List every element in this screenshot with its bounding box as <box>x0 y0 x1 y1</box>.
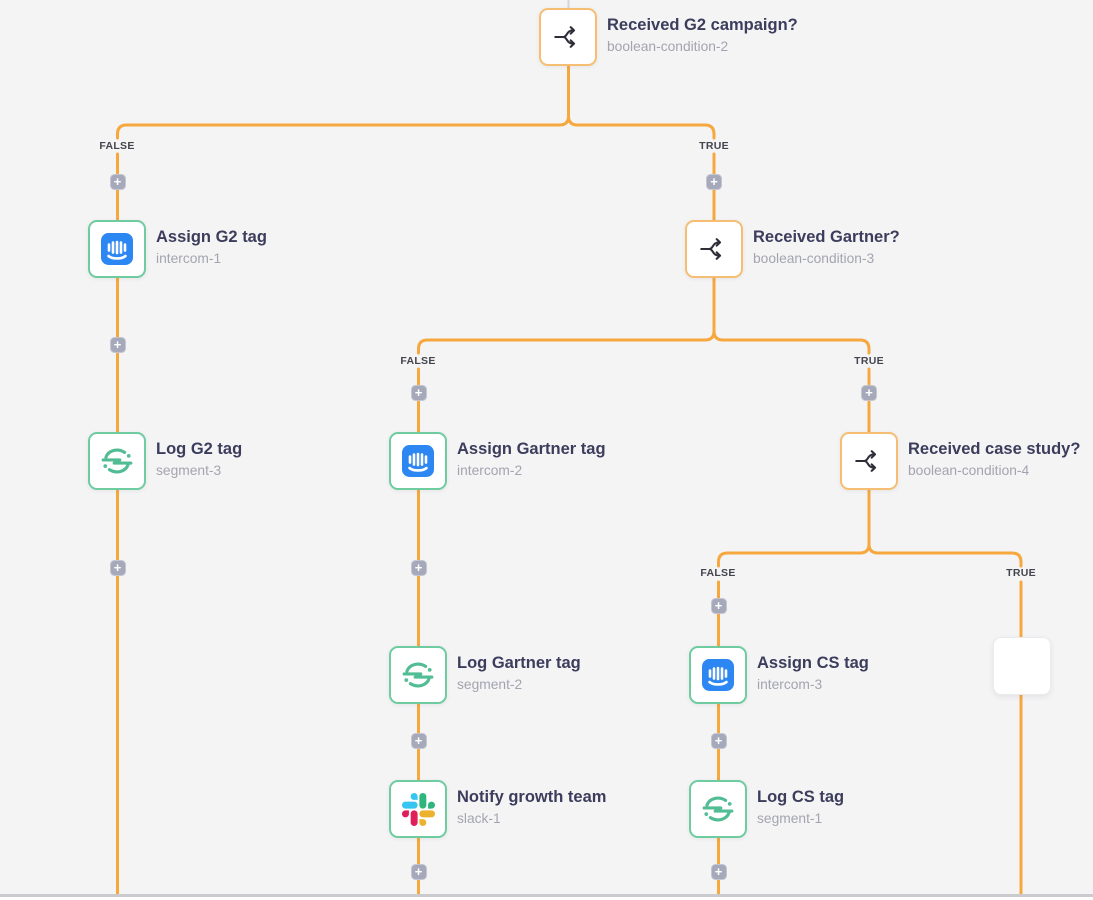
add-step-button[interactable]: + <box>410 560 427 576</box>
node-subtitle: boolean-condition-4 <box>908 463 1030 478</box>
connector-path <box>417 276 716 355</box>
node-label-block: Received Gartner? boolean-condition-3 <box>753 227 900 267</box>
branch-label-false: FALSE <box>700 567 736 579</box>
node-label-block: Assign Gartner tag intercom-2 <box>457 439 606 479</box>
connector-path <box>116 64 570 140</box>
canvas-bottom-divider <box>0 894 1093 897</box>
branch-label-true: TRUE <box>854 355 884 367</box>
node-title: Received Gartner? <box>753 228 900 246</box>
node-label-block: Notify growth team slack-1 <box>457 787 606 827</box>
node-segment-1[interactable] <box>689 780 747 838</box>
connector-path <box>717 488 871 568</box>
connector-path <box>867 542 1023 568</box>
node-label-block: Log G2 tag segment-3 <box>156 439 242 479</box>
branch-icon <box>855 450 877 472</box>
segment-icon <box>702 796 734 822</box>
connector-path <box>712 329 871 355</box>
node-title: Log Gartner tag <box>457 654 581 672</box>
connector-path <box>567 114 716 140</box>
node-intercom-3[interactable] <box>689 646 747 704</box>
add-step-button[interactable]: + <box>861 385 877 401</box>
node-label-block: Log Gartner tag segment-2 <box>457 653 581 693</box>
slack-icon <box>401 792 435 826</box>
intercom-icon <box>702 659 734 691</box>
node-segment-3[interactable] <box>88 432 146 490</box>
node-boolean-condition-2[interactable] <box>539 8 597 66</box>
node-subtitle: segment-3 <box>156 463 222 478</box>
node-title: Received case study? <box>908 440 1081 458</box>
node-subtitle: boolean-condition-2 <box>607 39 729 54</box>
add-step-button[interactable]: + <box>706 174 722 190</box>
node-title: Assign G2 tag <box>156 228 267 246</box>
branch-icon <box>554 26 576 48</box>
node-label-block: Assign G2 tag intercom-1 <box>156 227 267 267</box>
node-boolean-condition-4[interactable] <box>840 432 898 490</box>
node-subtitle: intercom-3 <box>757 677 823 692</box>
intercom-icon <box>402 445 434 477</box>
node-title: Log CS tag <box>757 788 845 806</box>
intercom-icon <box>101 233 133 265</box>
add-step-button[interactable]: + <box>109 174 126 190</box>
branch-label-false: FALSE <box>400 355 436 367</box>
node-boolean-condition-3[interactable] <box>685 220 743 278</box>
node-title: Assign Gartner tag <box>457 440 606 458</box>
add-step-button[interactable]: + <box>109 337 126 353</box>
add-step-button[interactable]: + <box>109 560 126 576</box>
node-segment-2[interactable] <box>389 646 447 704</box>
branch-icon <box>700 238 722 260</box>
node-label-block: Received case study? boolean-condition-4 <box>908 439 1080 479</box>
node-subtitle: intercom-1 <box>156 251 222 266</box>
node-subtitle: segment-2 <box>457 677 523 692</box>
node-subtitle: segment-1 <box>757 811 823 826</box>
node-label-block: Log CS tag segment-1 <box>757 787 844 827</box>
node-title: Received G2 campaign? <box>607 16 798 34</box>
add-step-button[interactable]: + <box>710 598 727 614</box>
segment-icon <box>101 448 133 474</box>
branch-label-true: TRUE <box>699 140 729 152</box>
segment-icon <box>402 662 434 688</box>
add-step-button[interactable]: + <box>710 733 727 749</box>
node-intercom-1[interactable] <box>88 220 146 278</box>
node-slack-1[interactable] <box>389 780 447 838</box>
branch-label-false: FALSE <box>99 140 135 152</box>
node-title: Notify growth team <box>457 788 607 806</box>
node-label-block: Received G2 campaign? boolean-condition-… <box>607 15 798 55</box>
node-label-block: Assign CS tag intercom-3 <box>757 653 869 693</box>
canvas-bottom-margin <box>0 896 1093 900</box>
branch-label-true: TRUE <box>1006 567 1036 579</box>
node-subtitle: boolean-condition-3 <box>753 251 875 266</box>
add-step-button[interactable]: + <box>410 385 427 401</box>
node-title: Assign CS tag <box>757 654 869 672</box>
empty-placeholder-node[interactable] <box>993 637 1051 695</box>
node-title: Log G2 tag <box>156 440 243 458</box>
add-step-button[interactable]: + <box>410 733 427 749</box>
node-subtitle: slack-1 <box>457 811 501 826</box>
add-step-button[interactable]: + <box>710 864 727 880</box>
add-step-button[interactable]: + <box>410 864 427 880</box>
node-subtitle: intercom-2 <box>457 463 523 478</box>
node-intercom-2[interactable] <box>389 432 447 490</box>
